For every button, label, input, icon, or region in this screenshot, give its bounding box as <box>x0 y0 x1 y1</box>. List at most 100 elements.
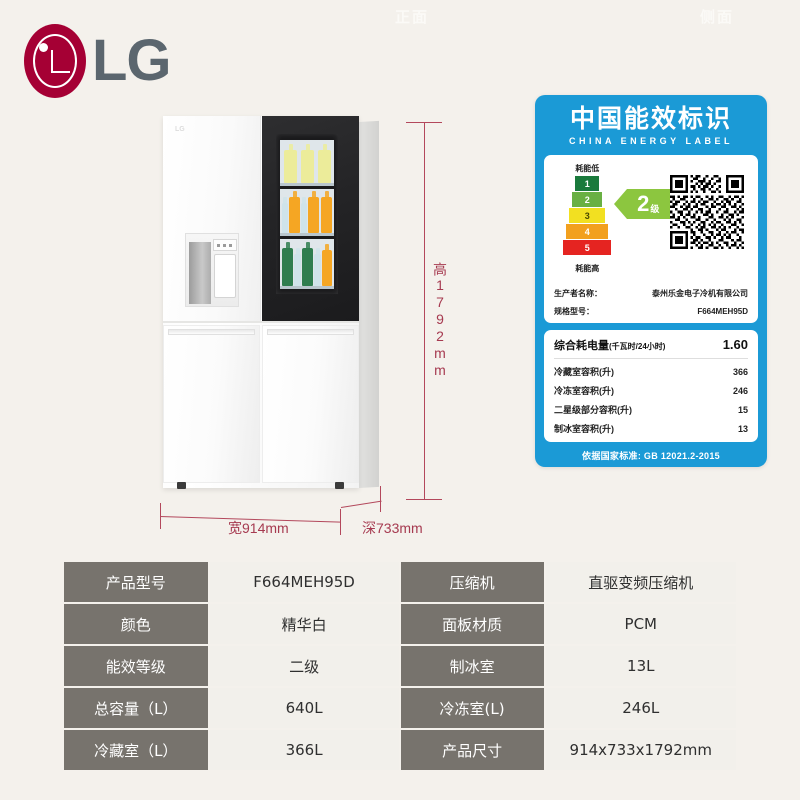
refrigerator-foot-right <box>335 482 344 489</box>
china-energy-label: 中国能效标识 CHINA ENERGY LABEL 耗能低 1 2 3 4 5 … <box>535 95 767 467</box>
energy-pyramid-top-caption: 耗能低 <box>575 164 600 173</box>
model-line: 规格型号： F664MEH95D <box>554 306 748 317</box>
spec-key: 产品尺寸 <box>400 730 544 770</box>
volume-key-twostar: 二星级部分容积(升) <box>554 405 632 415</box>
interior-shelf-bottom <box>280 239 334 289</box>
volume-row-twostar: 二星级部分容积(升) 15 <box>554 403 748 416</box>
specification-table: 产品型号 F664MEH95D 压缩机 直驱变频压缩机 颜色 精华白 面板材质 … <box>62 560 738 772</box>
depth-dimension-label: 深733mm <box>362 520 423 536</box>
depth-tick-right <box>380 486 381 512</box>
spec-key: 能效等级 <box>64 646 208 686</box>
spec-value: PCM <box>545 604 736 644</box>
spec-value: 246L <box>545 688 736 728</box>
qr-code-svg <box>670 175 744 249</box>
water-ice-dispenser <box>185 233 239 307</box>
volume-key-fridge: 冷藏室容积(升) <box>554 367 614 377</box>
width-dimension-label: 宽914mm <box>228 520 289 536</box>
spec-key: 产品型号 <box>64 562 208 602</box>
table-row: 颜色 精华白 面板材质 PCM <box>64 604 736 644</box>
spec-key: 颜色 <box>64 604 208 644</box>
table-row: 总容量（L） 640L 冷冻室(L) 246L <box>64 688 736 728</box>
lg-logo-eye <box>39 43 48 52</box>
energy-level-1: 1 <box>575 176 600 191</box>
height-tick-bottom <box>406 499 442 500</box>
door-drawer-gap <box>163 321 359 323</box>
dispenser-control-panel <box>213 239 237 251</box>
height-dimension-line <box>424 122 425 500</box>
volume-value-twostar: 15 <box>737 405 748 415</box>
spec-key: 面板材质 <box>400 604 544 644</box>
refrigerator-image: LG <box>163 116 379 502</box>
energy-grade-unit: 级 <box>650 204 660 214</box>
spec-value: 精华白 <box>209 604 399 644</box>
lg-logo-text: LG <box>92 28 172 93</box>
energy-label-upper-card: 耗能低 1 2 3 4 5 耗能高 2 级 <box>544 155 758 323</box>
dispenser-tray <box>214 254 236 298</box>
lg-logo-mark <box>24 24 86 98</box>
height-dimension-label: 高1792mm <box>432 262 448 379</box>
width-tick-left <box>160 503 161 529</box>
volume-key-freezer: 冷冻室容积(升) <box>554 386 614 396</box>
energy-standard-text: 依据国家标准: GB 12021.2-2015 <box>582 451 720 461</box>
manufacturer-value: 泰州乐金电子冷机有限公司 <box>652 289 748 298</box>
energy-level-3: 3 <box>569 208 606 223</box>
consumption-value: 1.60 <box>722 337 748 352</box>
table-row: 产品型号 F664MEH95D 压缩机 直驱变频压缩机 <box>64 562 736 602</box>
interior-shelf-middle <box>280 189 334 236</box>
energy-label-lower-card: 综合耗电量(千瓦时/24小时) 1.60 冷藏室容积(升) 366 冷冻室容积(… <box>544 330 758 442</box>
refrigerator-foot-left <box>177 482 186 489</box>
watermark-side: 侧面 <box>700 9 735 26</box>
spec-key: 压缩机 <box>400 562 544 602</box>
energy-label-title-en: CHINA ENERGY LABEL <box>568 136 733 146</box>
table-row: 冷藏室（L） 366L 产品尺寸 914x733x1792mm <box>64 730 736 770</box>
energy-level-4: 4 <box>566 224 609 239</box>
volume-value-icemaker: 13 <box>737 424 748 434</box>
spec-value: 914x733x1792mm <box>545 730 736 770</box>
consumption-key: 综合耗电量(千瓦时/24小时) <box>554 340 666 352</box>
spec-key: 总容量（L） <box>64 688 208 728</box>
watermark-front: 正面 <box>395 9 430 26</box>
spec-value: F664MEH95D <box>209 562 399 602</box>
drawer-handle-right <box>267 329 354 335</box>
energy-pyramid-bottom-caption: 耗能高 <box>575 264 600 273</box>
lg-logo-nose <box>51 50 54 73</box>
energy-grade-badge: 2 级 <box>613 189 670 219</box>
spec-key: 冷藏室（L） <box>64 730 208 770</box>
dispenser-recess <box>189 242 211 304</box>
energy-level-2: 2 <box>572 192 603 207</box>
table-row: 能效等级 二级 制冰室 13L <box>64 646 736 686</box>
model-key: 规格型号： <box>554 307 594 316</box>
lg-logo: LG <box>24 24 172 98</box>
energy-level-5: 5 <box>563 240 612 255</box>
refrigerator-instaview-door <box>262 116 359 321</box>
spec-value: 366L <box>209 730 399 770</box>
spec-key: 冷冻室(L) <box>400 688 544 728</box>
energy-label-title-cn: 中国能效标识 <box>569 104 732 133</box>
refrigerator-freezer-drawer-right <box>262 325 359 483</box>
refrigerator-side-panel <box>359 120 379 488</box>
energy-label-header: 中国能效标识 CHINA ENERGY LABEL <box>535 95 767 155</box>
manufacturer-line: 生产者名称： 泰州乐金电子冷机有限公司 <box>554 288 748 299</box>
door-lg-badge: LG <box>175 126 185 133</box>
refrigerator-left-door: LG <box>163 116 261 321</box>
drawer-handle-left <box>168 329 255 335</box>
energy-pyramid: 耗能低 1 2 3 4 5 耗能高 <box>554 163 621 276</box>
volume-row-freezer: 冷冻室容积(升) 246 <box>554 384 748 397</box>
lg-logo-mouth <box>51 71 70 74</box>
qr-code <box>670 175 744 249</box>
lg-logo-face <box>33 34 77 88</box>
height-tick-top <box>406 122 442 123</box>
interior-shelf-top <box>280 140 334 186</box>
model-value: F664MEH95D <box>697 307 748 316</box>
manufacturer-key: 生产者名称： <box>554 289 602 298</box>
spec-value: 640L <box>209 688 399 728</box>
refrigerator-body: LG <box>163 116 359 489</box>
energy-manufacturer-block: 生产者名称： 泰州乐金电子冷机有限公司 规格型号： F664MEH95D <box>554 288 748 317</box>
refrigerator-freezer-drawer-left <box>163 325 260 483</box>
volume-value-fridge: 366 <box>732 367 748 377</box>
spec-value: 二级 <box>209 646 399 686</box>
volume-row-fridge: 冷藏室容积(升) 366 <box>554 365 748 378</box>
spec-value: 13L <box>545 646 736 686</box>
volume-key-icemaker: 制冰室容积(升) <box>554 424 614 434</box>
spec-value: 直驱变频压缩机 <box>545 562 736 602</box>
